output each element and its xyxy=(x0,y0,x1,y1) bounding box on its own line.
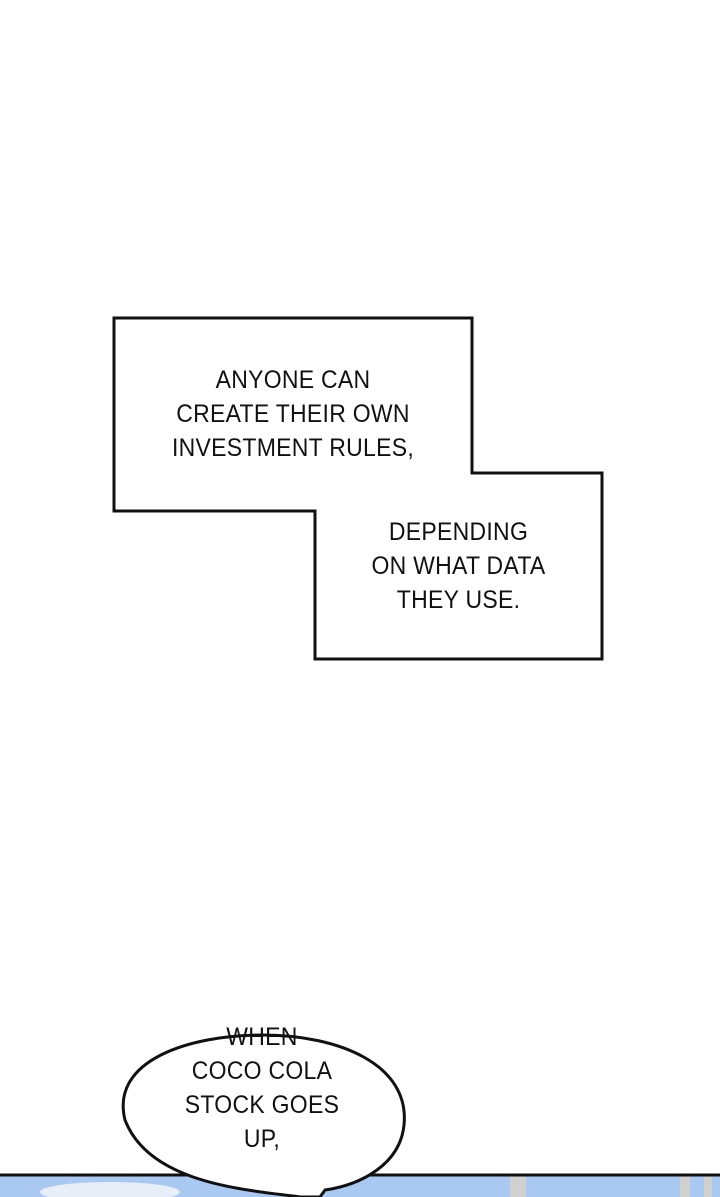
bubble-line: WHEN xyxy=(226,1023,298,1051)
caption-line: DEPENDING xyxy=(388,518,529,546)
panel-sky xyxy=(0,1175,720,1197)
caption-box-outline xyxy=(112,316,604,661)
bubble-line: COCO COLA xyxy=(191,1057,333,1085)
bubble-line: STOCK GOES xyxy=(184,1091,340,1119)
caption-line: INVESTMENT RULES, xyxy=(172,434,414,462)
cloud xyxy=(40,1182,180,1197)
caption-line: ANYONE CAN xyxy=(215,366,371,394)
speech-bubble-shape xyxy=(121,1033,406,1197)
pole xyxy=(510,1176,526,1197)
caption-box-1-text: ANYONE CAN CREATE THEIR OWN INVESTMENT R… xyxy=(128,363,457,465)
bubble-line: UP, xyxy=(243,1125,281,1153)
pole xyxy=(704,1176,712,1197)
pole xyxy=(680,1176,690,1197)
caption-line: ON WHAT DATA xyxy=(371,552,546,580)
caption-box-2-text: DEPENDING ON WHAT DATA THEY USE. xyxy=(326,515,590,617)
caption-line: CREATE THEIR OWN xyxy=(176,400,410,428)
speech-bubble-text: WHEN COCO COLA STOCK GOES UP, xyxy=(170,1020,354,1156)
caption-line: THEY USE. xyxy=(396,586,521,614)
